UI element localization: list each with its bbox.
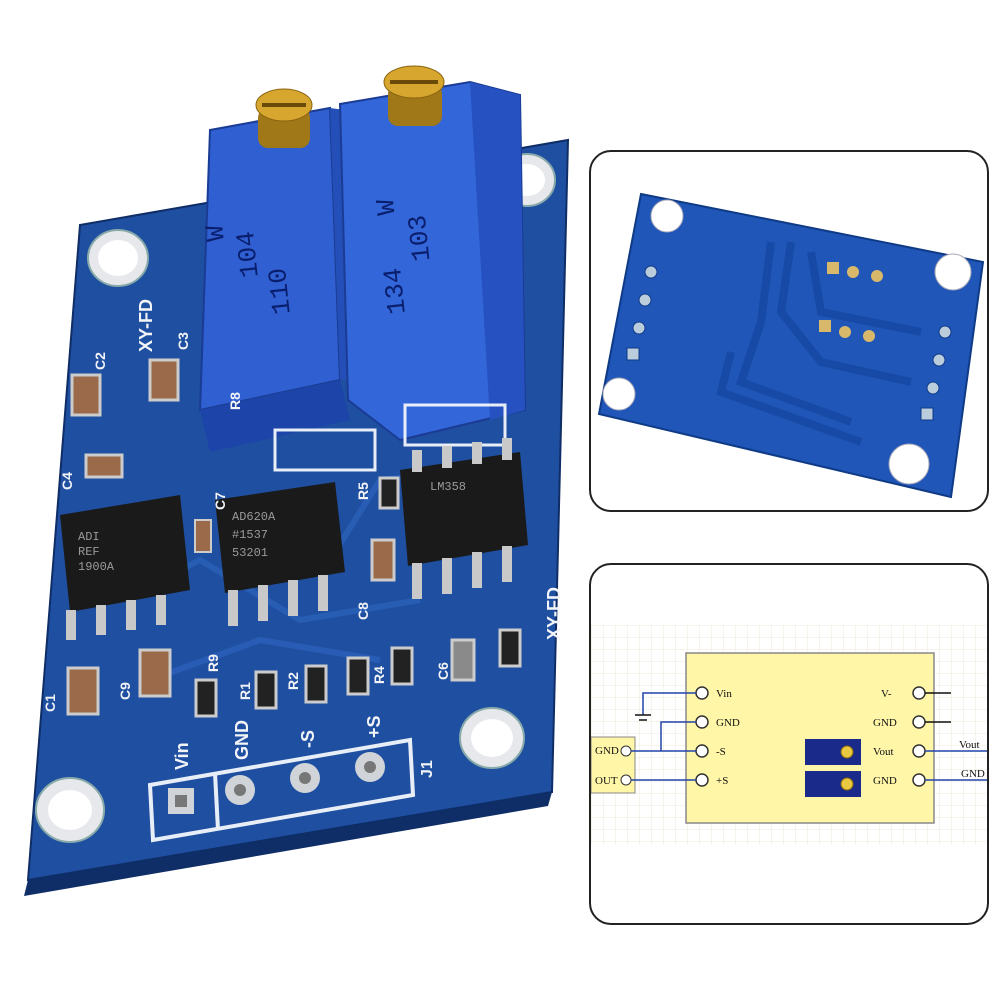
adjust-screw-right-icon[interactable] [383, 65, 445, 126]
schematic-panel: Vin GND -S +S V- GND Vout GND GND OUT [589, 563, 989, 925]
schematic-pin-neg-s: -S [716, 746, 726, 758]
header-pin-neg-s[interactable] [290, 763, 320, 793]
ic-ad620-line2: #1537 [232, 528, 268, 542]
trimmer-1-icon [805, 739, 861, 765]
svg-text:ADI: ADI [78, 530, 100, 544]
adjust-screw-left-icon[interactable] [255, 88, 313, 148]
board-back-panel [589, 150, 989, 512]
svg-text:R4: R4 [371, 666, 387, 684]
schematic-pin-gnd-left: GND [716, 717, 740, 729]
pot-right-code: 103 [403, 213, 438, 263]
schematic-pin-gnd-right: GND [873, 717, 897, 729]
svg-text:C6: C6 [435, 662, 451, 680]
ext-label-vout: Vout [959, 739, 980, 751]
ic-left: ADI REF 1900A [60, 495, 190, 640]
svg-text:R5: R5 [355, 482, 371, 500]
svg-text:C1: C1 [42, 694, 58, 712]
svg-text:1900A: 1900A [78, 560, 115, 574]
board-back-photo [597, 192, 985, 499]
schematic-pin-pos-s: +S [716, 775, 728, 787]
svg-text:C9: C9 [117, 682, 133, 700]
schematic-pin-vminus: V- [881, 688, 892, 700]
ic-ad620-line3: 53201 [232, 546, 268, 560]
label-neg-s: -S [298, 730, 318, 748]
pot-left-code: 104 [231, 230, 266, 280]
schematic-pin-vin: Vin [716, 688, 732, 700]
header-pin-pos-s[interactable] [355, 752, 385, 782]
ext-label-out: OUT [595, 775, 618, 787]
svg-text:C7: C7 [212, 492, 228, 510]
resistors [194, 476, 522, 718]
ext-label-gnd-right: GND [961, 768, 985, 780]
header-pin-vin[interactable] [168, 788, 194, 814]
header-pin-gnd[interactable] [225, 775, 255, 805]
schematic-pin-vout: Vout [873, 746, 894, 758]
label-pos-s: +S [364, 715, 384, 738]
pot-left-lot: 110 [263, 266, 298, 316]
svg-text:R8: R8 [227, 392, 243, 410]
svg-text:C2: C2 [92, 352, 108, 370]
capacitors [66, 358, 476, 716]
ic-lm358-line1: LM358 [430, 480, 466, 494]
svg-text:R2: R2 [285, 672, 301, 690]
svg-text:J1: J1 [419, 760, 436, 778]
module-body [685, 652, 935, 824]
label-xy-fd-top: XY-FD [136, 299, 156, 352]
ext-label-gnd: GND [595, 745, 619, 757]
svg-text:C4: C4 [59, 472, 75, 490]
svg-text:C3: C3 [175, 332, 191, 350]
svg-text:R1: R1 [237, 682, 253, 700]
svg-text:REF: REF [78, 545, 100, 559]
schematic-pin-gnd-right-2: GND [873, 775, 897, 787]
schematic-diagram: Vin GND -S +S V- GND Vout GND GND OUT [591, 625, 987, 845]
pot-right-lot: 134 [378, 266, 413, 316]
pot-right-w: W [371, 197, 403, 216]
svg-text:R9: R9 [205, 654, 221, 672]
potentiometer-right[interactable] [338, 80, 527, 442]
ic-ad620: AD620A #1537 53201 [215, 482, 345, 626]
svg-text:C8: C8 [355, 602, 371, 620]
ic-ad620-line1: AD620A [232, 510, 276, 524]
label-vin: Vin [172, 742, 192, 770]
label-xy-fd-side: XY-FD [544, 587, 564, 640]
pot-left-w: W [200, 224, 232, 243]
ic-lm358: LM358 [400, 438, 528, 599]
trimmer-2-icon [805, 771, 861, 797]
label-gnd: GND [232, 720, 252, 760]
